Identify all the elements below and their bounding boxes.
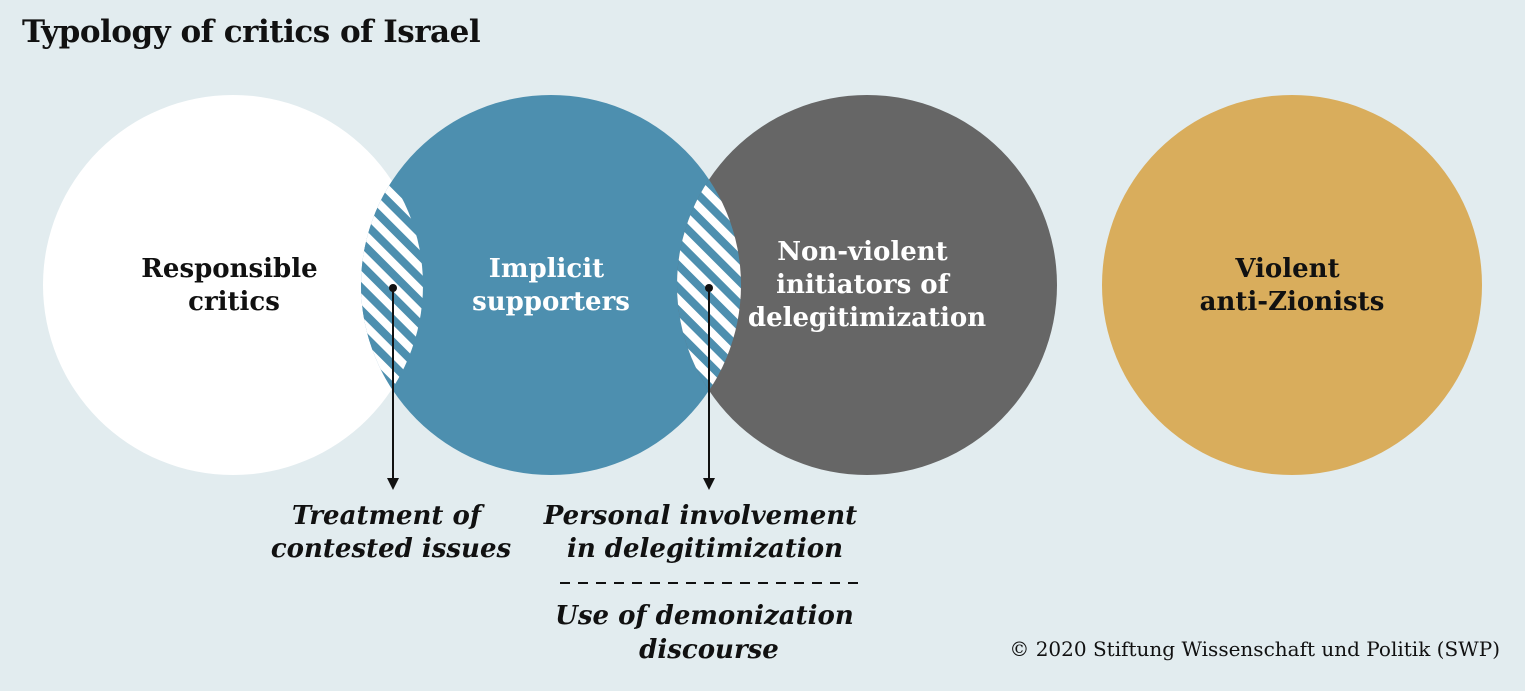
note-personal-involvement: Personal involvement in delegitimization (543, 501, 867, 564)
label-non-violent-initiators: Non-violent initiators of delegitimizati… (748, 237, 986, 333)
circle-violent-anti-zionists (1102, 95, 1482, 475)
arrow-treatment (387, 284, 399, 490)
diagram-title: Typology of critics of Israel (22, 14, 481, 50)
note-treatment-of-contested-issues: Treatment of contested issues (271, 501, 512, 564)
circle-non-violent-initiators (677, 95, 1057, 475)
circle-responsible-critics (43, 95, 423, 475)
circle-implicit-supporters (361, 95, 741, 475)
label-implicit-supporters: Implicit supporters (472, 254, 630, 317)
label-violent-anti-zionists: Violent anti-Zionists (1200, 254, 1385, 317)
note-demonization-discourse: Use of demonization discourse (555, 601, 863, 665)
copyright-notice: © 2020 Stiftung Wissenschaft und Politik… (1009, 637, 1500, 661)
label-responsible-critics: Responsible critics (141, 254, 326, 317)
arrow-personal-involvement (703, 284, 715, 490)
